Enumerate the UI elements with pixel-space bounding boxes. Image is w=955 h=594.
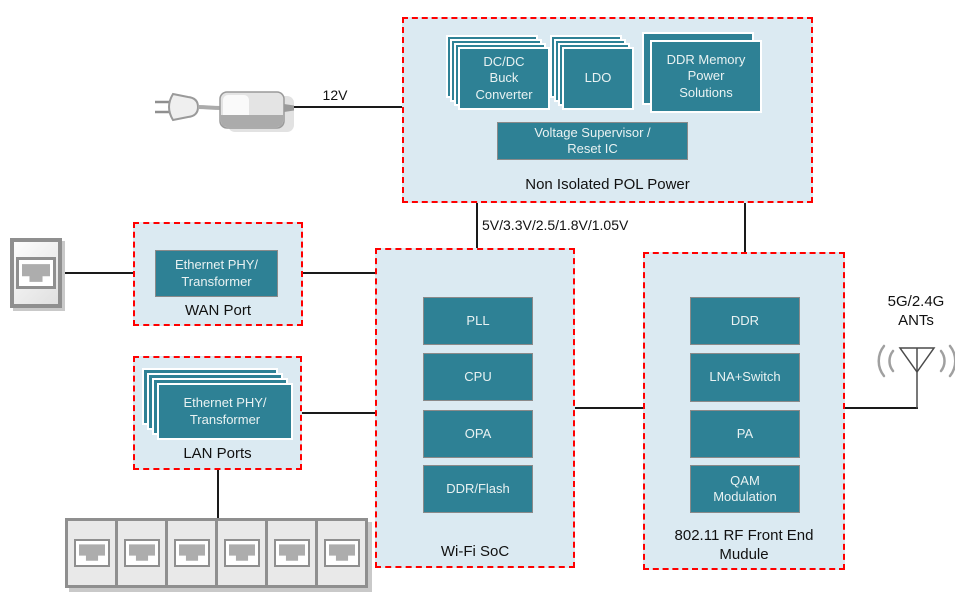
wire-pol-to-soc [476,202,478,248]
rf-caption: 802.11 RF Front End Mudule [674,527,814,563]
rf-box-lna-switch: LNA+Switch [690,353,800,402]
soc-box-cpu: CPU [423,353,533,401]
antenna-label: 5G/2.4G ANTs [887,293,945,329]
rj45-socket-icon [323,539,360,567]
soc-panel [375,248,575,568]
rj45-socket-icon [123,539,160,567]
rj45-socket-icon [16,257,56,289]
pol-power-caption: Non Isolated POL Power [525,176,690,193]
lan-jack-icon [168,521,215,585]
rj45-socket-icon [223,539,260,567]
lan-jack-icon [118,521,165,585]
wire-soc-to-rf [575,407,643,409]
ldo-box: LDO [562,47,634,110]
wan-ethernet-jack-icon [10,238,62,308]
soc-box-opa: OPA [423,410,533,458]
wire-adapter-to-pol [294,106,402,108]
lan-jack-icon [268,521,315,585]
antenna-icon [868,340,955,410]
lan-jack-icon [68,521,115,585]
wire-wan-to-soc [303,272,375,274]
lan-caption: LAN Ports [183,445,252,462]
soc-caption: Wi-Fi SoC [440,543,510,560]
dcdc-buck-converter-box: DC/DC Buck Converter [458,47,550,110]
wire-jack-to-wan [62,272,133,274]
wire-pol-to-rf [744,202,746,252]
rf-box-qam-modulation: QAM Modulation [690,465,800,513]
wan-phy-box: Ethernet PHY/ Transformer [155,250,278,297]
rf-box-ddr: DDR [690,297,800,345]
voltage-supervisor-box: Voltage Supervisor / Reset IC [497,122,688,160]
lan-jacks-row [65,518,368,588]
rj45-socket-icon [273,539,310,567]
rf-box-pa: PA [690,410,800,458]
12v-label: 12V [322,87,348,103]
wire-rf-to-antenna [845,407,918,409]
wire-lan-to-soc [302,412,375,414]
rj45-socket-icon [73,539,110,567]
voltage-rails-label: 5V/3.3V/2.5/1.8V/1.05V [482,217,629,233]
wan-caption: WAN Port [184,302,252,319]
soc-box-pll: PLL [423,297,533,345]
lan-jack-icon [218,521,265,585]
power-adapter-icon [150,80,298,136]
wire-lan-to-jacks [217,469,219,518]
ddr-memory-power-box: DDR Memory Power Solutions [650,40,762,113]
lan-phy-box: Ethernet PHY/ Transformer [157,383,293,440]
rj45-socket-icon [173,539,210,567]
lan-jack-icon [318,521,365,585]
soc-box-ddr-flash: DDR/Flash [423,465,533,513]
